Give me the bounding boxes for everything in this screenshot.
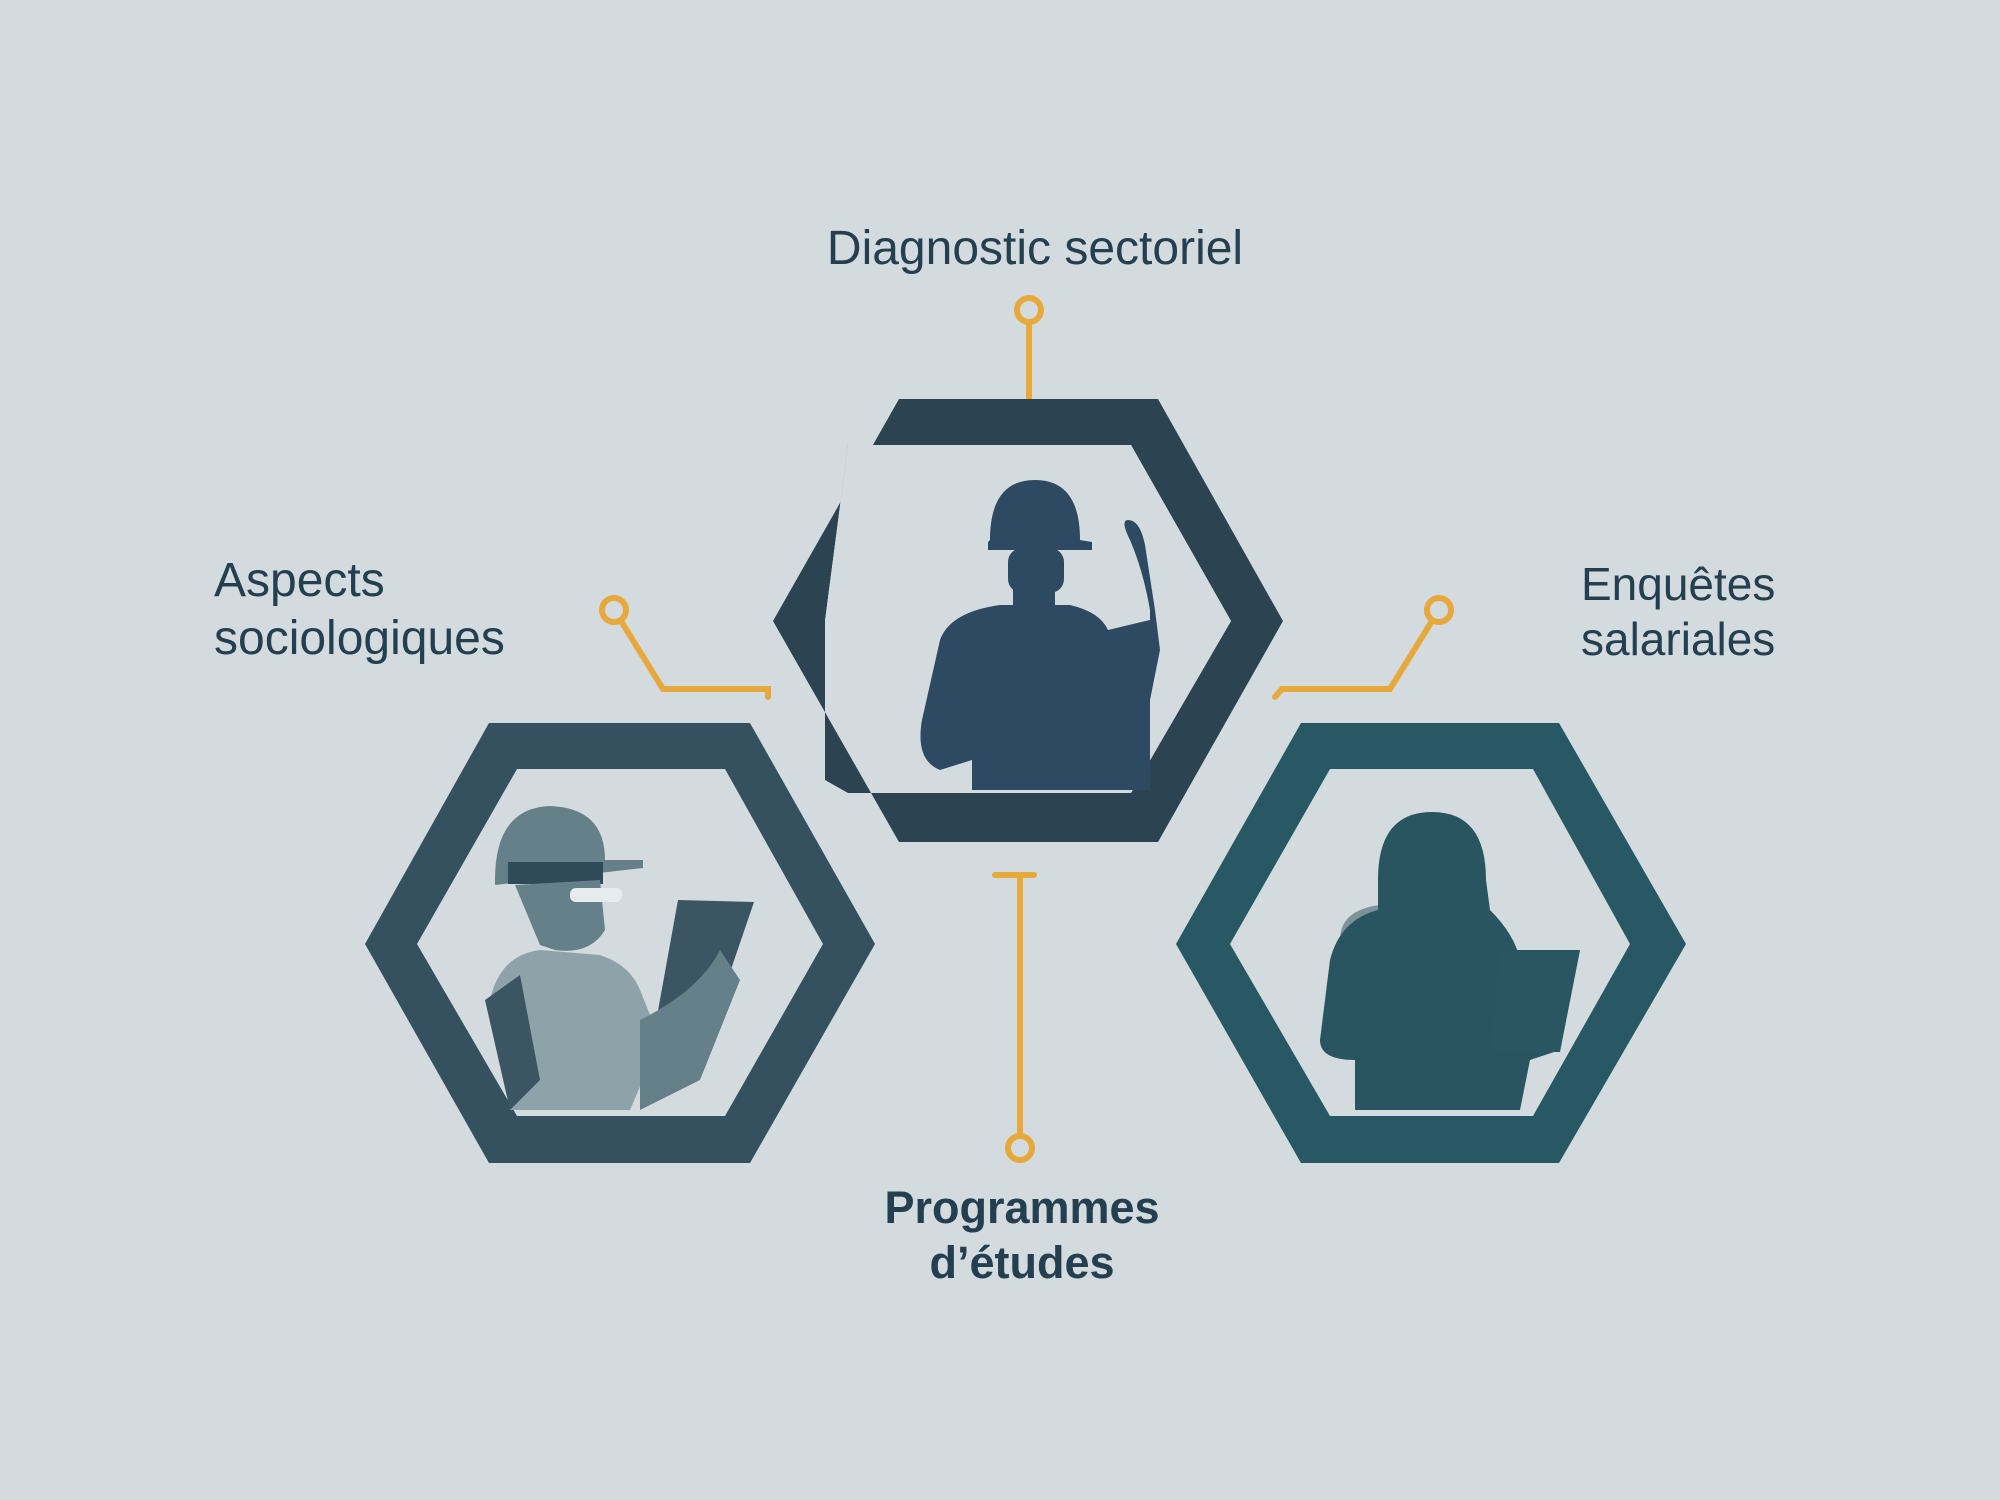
- label-line: Enquêtes: [1581, 558, 1776, 610]
- connector-top: [1014, 295, 1044, 402]
- label-programmes-etudes: Programmes d’études: [822, 1180, 1222, 1290]
- label-line: Aspects: [214, 554, 385, 607]
- woman-with-laptop-icon: [1320, 812, 1580, 1110]
- connector-right: [1272, 595, 1454, 700]
- label-line: d’études: [929, 1237, 1115, 1288]
- label-enquetes-salariales: Enquêtes salariales: [1581, 557, 1775, 667]
- connector-left: [599, 595, 771, 700]
- worker-raising-hand-icon: [920, 480, 1160, 790]
- label-line: Programmes: [884, 1182, 1160, 1233]
- label-diagnostic-sectoriel: Diagnostic sectoriel: [826, 222, 1244, 275]
- label-line: salariales: [1581, 613, 1776, 665]
- label-line: sociologiques: [214, 612, 505, 665]
- worker-with-tablet-icon: [485, 806, 754, 1110]
- connector-bottom: [992, 872, 1037, 1163]
- label-aspects-sociologiques: Aspects sociologiques: [214, 552, 505, 668]
